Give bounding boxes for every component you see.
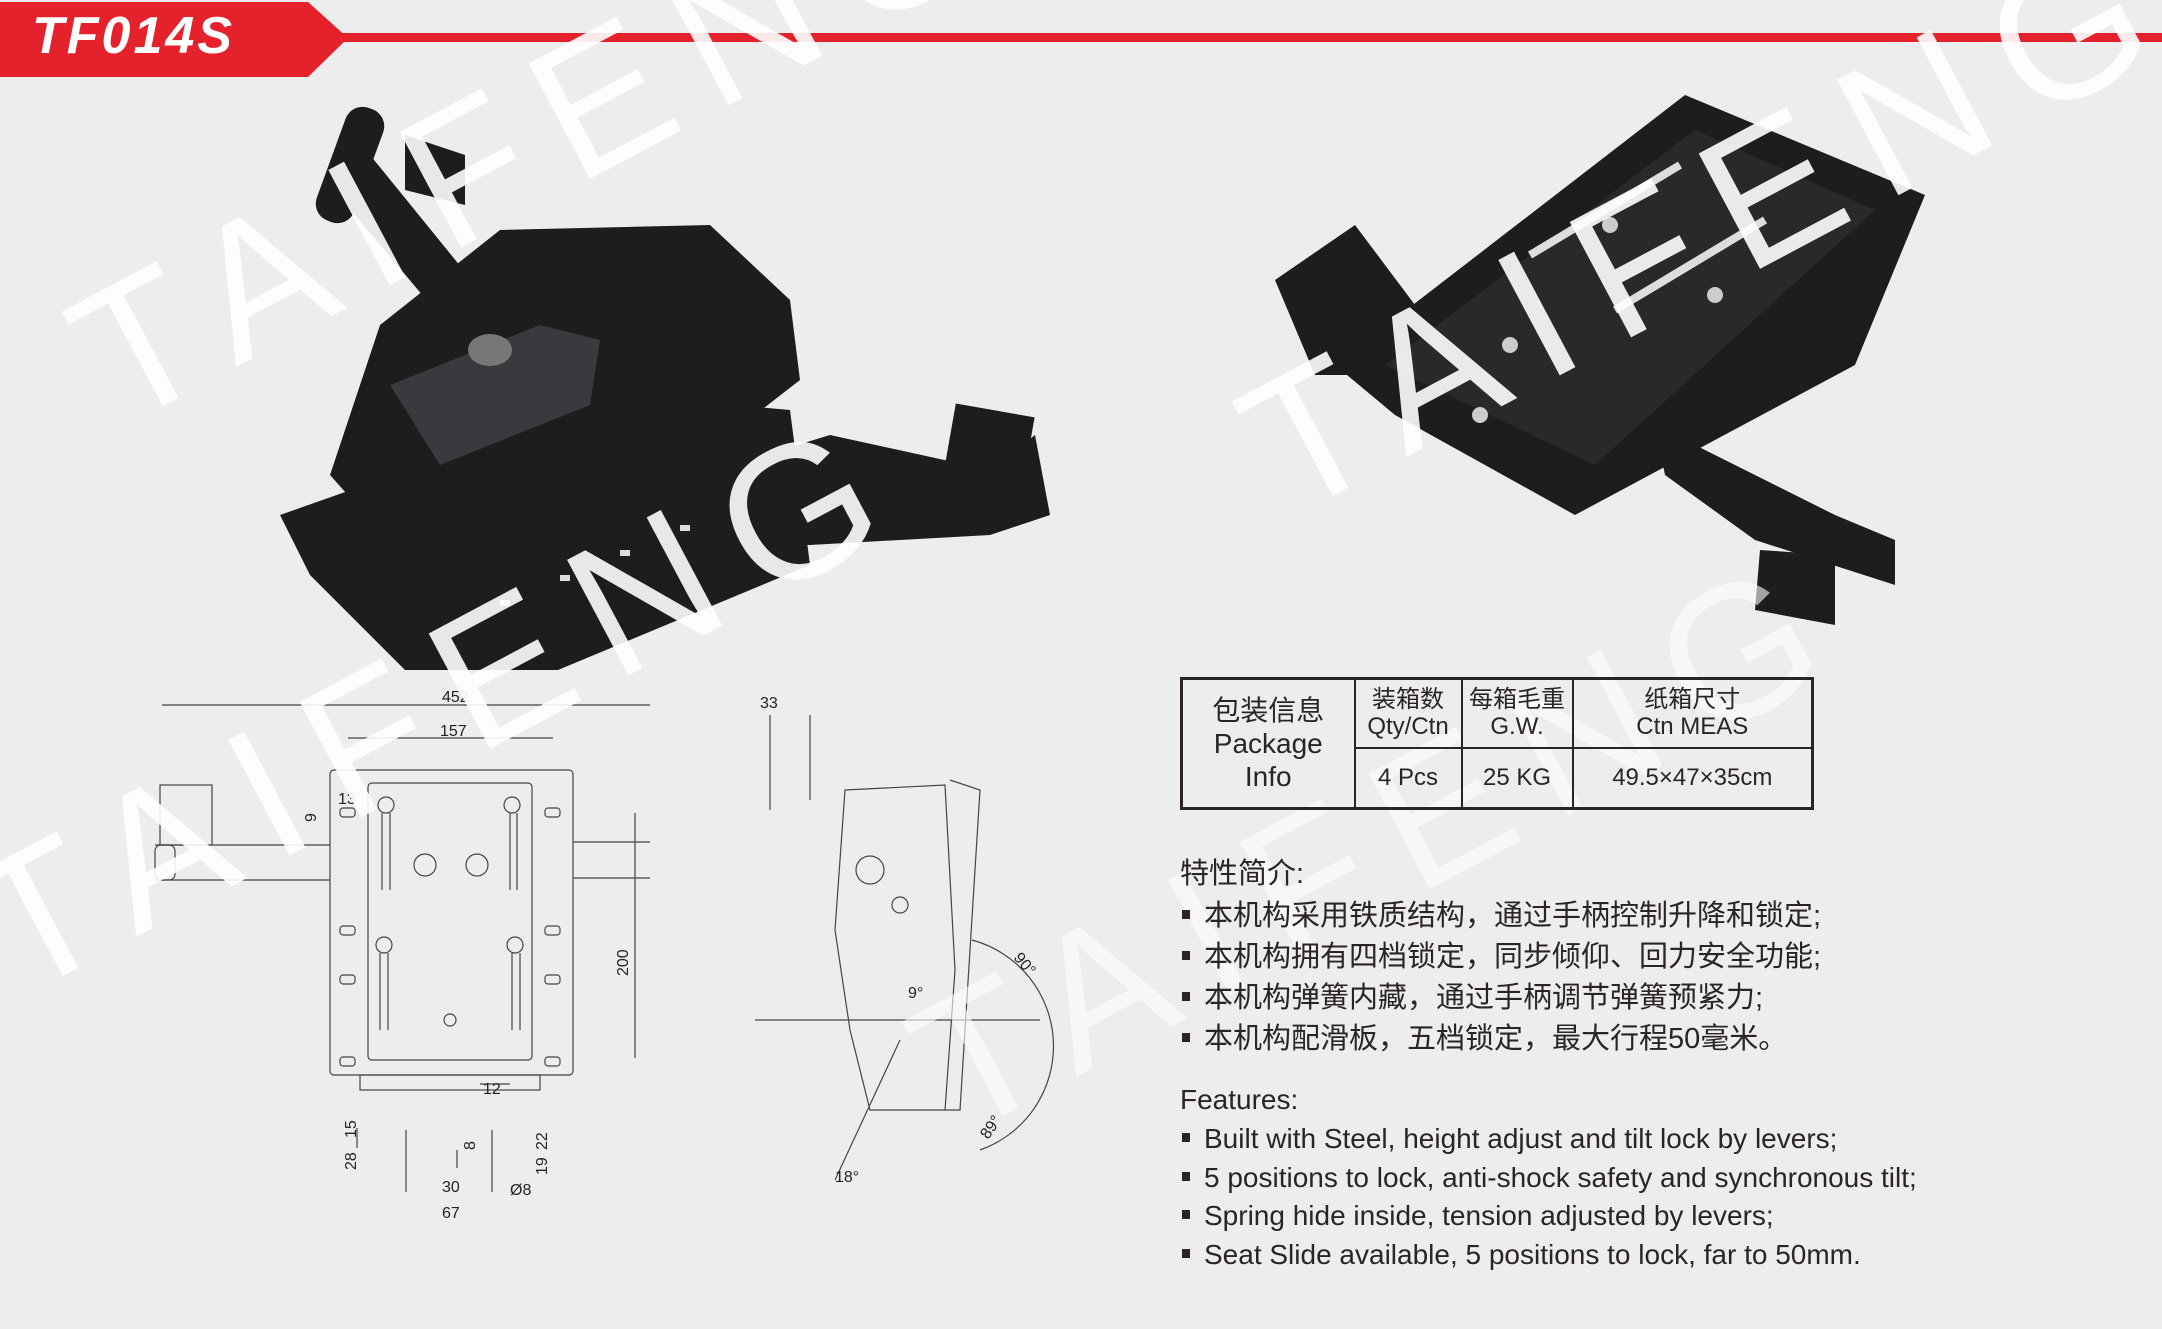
gw-value: 25 KG (1460, 746, 1574, 810)
qty-header-en: Qty/Ctn (1367, 713, 1449, 741)
package-title-cn: 包装信息 (1212, 695, 1325, 726)
feature-text: 5 positions to lock, anti-shock safety a… (1204, 1162, 1917, 1193)
side-view-drawing: 33 90° 9° 89° 18° (755, 695, 1055, 1186)
feature-text: Built with Steel, height adjust and tilt… (1204, 1123, 1838, 1154)
bullet-icon (1182, 1032, 1190, 1042)
dim-157: 157 (440, 723, 467, 740)
bullet-icon (1182, 909, 1190, 919)
features-en-item: 5 positions to lock, anti-shock safety a… (1180, 1162, 1917, 1194)
bullet-icon (1182, 1249, 1190, 1259)
feature-text: 本机构弹簧内藏，通过手柄调节弹簧预紧力; (1204, 982, 1764, 1014)
features-cn-item: 本机构弹簧内藏，通过手柄调节弹簧预紧力; (1180, 974, 1763, 1016)
features-en-item: Built with Steel, height adjust and tilt… (1180, 1123, 1837, 1155)
package-title-en: Info (1244, 761, 1292, 792)
dim-22: 22 (534, 1132, 551, 1150)
gw-header-cn: 每箱毛重 (1469, 686, 1565, 714)
meas-header-cn: 纸箱尺寸 (1644, 686, 1741, 714)
feature-text: 本机构配滑板，五档锁定，最大行程50毫米。 (1204, 1023, 1788, 1055)
bullet-icon (1182, 1133, 1190, 1143)
product-photo-bottom (1275, 95, 1925, 625)
model-title: TF014S (32, 7, 235, 65)
bullet-icon (1182, 1172, 1190, 1182)
features-cn-item: 本机构配滑板，五档锁定，最大行程50毫米。 (1180, 1015, 1787, 1057)
dim-9: 9 (303, 813, 320, 822)
dim-13: 13 (338, 791, 356, 808)
dim-12: 12 (483, 1081, 501, 1098)
feature-text: 本机构采用铁质结构，通过手柄控制升降和锁定; (1204, 900, 1822, 932)
feature-text: 本机构拥有四档锁定，同步倾仰、回力安全功能; (1204, 941, 1822, 973)
dim-8: 8 (462, 1141, 479, 1150)
features-cn-title: 特性简介: (1180, 858, 1305, 890)
gw-header-en: G.W. (1490, 713, 1544, 741)
dim-19: 19 (534, 1157, 551, 1175)
product-photo-front (280, 106, 1050, 670)
features-cn-item: 本机构拥有四档锁定，同步倾仰、回力安全功能; (1180, 933, 1821, 975)
package-title-cell: 包装信息 Package Info (1180, 677, 1356, 810)
qty-value: 4 Pcs (1353, 746, 1463, 810)
dim-30: 30 (442, 1179, 460, 1196)
feature-text: Spring hide inside, tension adjusted by … (1204, 1200, 1774, 1231)
dim-452: 452 (442, 689, 469, 706)
qty-header-cn: 装箱数 (1372, 686, 1444, 714)
top-view-dimensions: 452 157 13 9 200 12 28 15 8 22 19 30 67 … (303, 689, 632, 1222)
meas-header-en: Ctn MEAS (1636, 713, 1749, 741)
dim-33: 33 (760, 695, 778, 712)
feature-text: Seat Slide available, 5 positions to loc… (1204, 1239, 1861, 1270)
features-cn-item: 本机构采用铁质结构，通过手柄控制升降和锁定; (1180, 892, 1821, 934)
angle-9: 9° (908, 985, 923, 1002)
features-en-title: Features: (1180, 1084, 1299, 1115)
bullet-icon (1182, 991, 1190, 1001)
angle-18: 18° (835, 1169, 859, 1186)
meas-value: 49.5×47×35cm (1571, 746, 1814, 810)
bullet-icon (1182, 950, 1190, 960)
features-en-item: Seat Slide available, 5 positions to loc… (1180, 1239, 1861, 1271)
dim-200: 200 (615, 949, 632, 976)
dim-28: 28 (343, 1152, 360, 1170)
header-tag (0, 2, 348, 77)
bullet-icon (1182, 1210, 1190, 1220)
features-en-item: Spring hide inside, tension adjusted by … (1180, 1200, 1774, 1232)
dim-dia8: Ø8 (510, 1182, 531, 1199)
dim-15: 15 (343, 1120, 360, 1138)
top-view-drawing (154, 704, 650, 1192)
package-title-en: Package (1213, 728, 1323, 759)
dim-67: 67 (442, 1205, 460, 1222)
header-rule (300, 33, 2162, 42)
